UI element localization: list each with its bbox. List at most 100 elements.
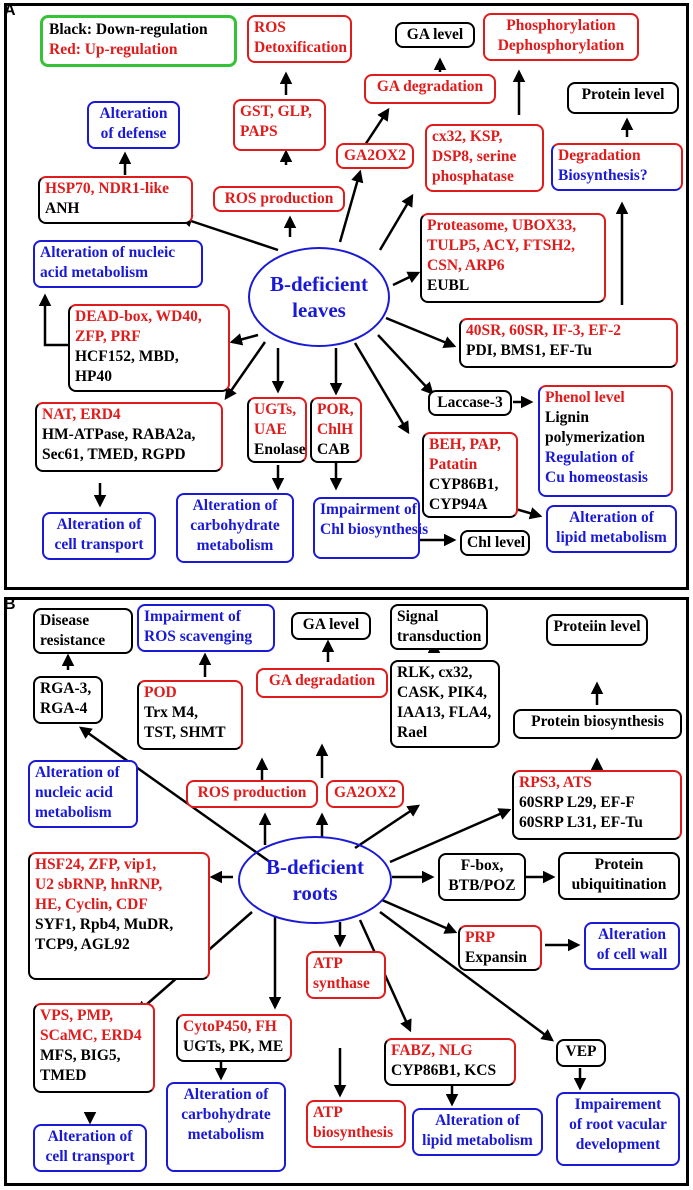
b-cyto-red: CytoP450, FH [183, 1018, 277, 1035]
a-alt-nucleic: Alteration of nucleic acid metabolism [33, 240, 203, 288]
a-phospho: Phosphorylation Dephosphorylation [483, 13, 639, 61]
a-alt-defense: Alteration of defense [87, 101, 180, 149]
a-dead-l3: HCF152, MBD, [75, 348, 179, 365]
a-laccase: Laccase-3 [428, 390, 512, 416]
b-ubiq-l1: Protein [594, 856, 644, 873]
a-ga-level: GA level [395, 22, 475, 48]
a-40sr: 40SR, 60SR, IF-3, EF-2 PDI, BMS1, EF-Tu [459, 318, 678, 368]
b-pod-red: POD [144, 684, 177, 701]
b-pod: POD Trx M4, TST, SHMT [137, 680, 243, 750]
b-alt-lipid-l1: Alteration of [435, 1112, 520, 1129]
a-ga-degradation-text: GA degradation [376, 78, 484, 95]
b-impair-root: Impairement of root vacular development [556, 1092, 680, 1166]
b-rlk-l1: RLK, cx32, [397, 664, 473, 681]
a-proteasome-l1: Proteasome, UBOX33, [427, 217, 577, 234]
a-beh-l2: Patatin [429, 456, 478, 473]
a-phospho-l1: Phosphorylation [506, 17, 616, 34]
a-phenol-l5: Cu homeostasis [545, 469, 648, 486]
b-disease-l1: Disease [40, 612, 90, 629]
b-alt-cw-l2: of cell wall [596, 946, 668, 963]
b-signal: Signal transduction [390, 604, 488, 650]
a-ga-degradation: GA degradation [364, 74, 496, 104]
a-protein-level: Protein level [567, 82, 679, 114]
a-hsp70-black: ANH [45, 200, 80, 217]
a-alt-lipid-l1: Alteration of [569, 509, 654, 526]
a-dead-box: DEAD-box, WD40, ZFP, PRF HCF152, MBD, HP… [68, 304, 230, 392]
a-impair-chl: Impairment of Chl biosynthesis [313, 497, 429, 559]
a-gst-l1: GST, GLP, [240, 103, 312, 120]
a-hsp70-red: HSP70, NDR1-like [45, 180, 169, 197]
b-cytop450: CytoP450, FH UGTs, PK, ME [176, 1014, 292, 1062]
b-ubiq-l2: ubiquitination [571, 876, 667, 893]
a-gst-l2: PAPS [240, 123, 278, 140]
b-alt-nucleic-l3: metabolism [35, 804, 112, 821]
a-dead-l2: ZFP, PRF [75, 328, 141, 345]
b-hsf-l1: HSF24, ZFP, vip1, [35, 856, 157, 873]
b-prp-black: Expansin [465, 949, 528, 966]
a-chl-level-text: Chl level [467, 534, 526, 551]
b-rps3-red: RPS3, ATS [519, 774, 592, 791]
b-fabz: FABZ, NLG CYP86B1, KCS [384, 1038, 516, 1086]
a-cx32-l2: DSP8, serine [432, 148, 517, 165]
b-protein-level: Proteiin level [546, 614, 648, 646]
b-ga-level-text: GA level [302, 616, 360, 633]
a-alt-nucleic-l1: Alteration of nucleic [40, 244, 176, 261]
a-impair-chl-l2: Chl biosynthesis [320, 521, 429, 538]
b-rlk: RLK, cx32, CASK, PIK4, IAA13, FLA4, Rael [390, 660, 500, 748]
b-alt-ct-l2: cell transport [45, 1148, 135, 1165]
a-gst: GST, GLP, PAPS [233, 99, 326, 151]
b-alt-ct-l1: Alteration of [47, 1128, 133, 1145]
b-ubiquitination: Protein ubiquitination [558, 852, 680, 900]
a-por-black: CAB [317, 441, 350, 458]
a-alt-defense-l1: Alteration [99, 105, 168, 122]
a-alt-lipid: Alteration of lipid metabolism [546, 505, 677, 553]
panel-b-label: B [4, 596, 16, 613]
b-vps-l3: MFS, BIG5, [40, 1047, 121, 1064]
b-ga-level: GA level [291, 612, 371, 640]
panel-a-frame [4, 3, 689, 590]
a-ga2ox2: GA2OX2 [336, 143, 414, 169]
b-hsf24: HSF24, ZFP, vip1, U2 sbRNP, hnRNP, HE, C… [28, 852, 210, 980]
a-alt-nucleic-l2: acid metabolism [40, 264, 149, 281]
b-alt-carbo-l3: metabolism [187, 1126, 265, 1143]
b-prp: PRP Expansin [458, 925, 542, 971]
b-vep: VEP [556, 1039, 606, 1067]
b-fbox: F-box, BTB/POZ [438, 853, 526, 901]
a-protein-level-text: Protein level [581, 86, 665, 103]
b-impair-root-l1: Impairement [574, 1096, 662, 1113]
a-laccase-text: Laccase-3 [437, 394, 503, 411]
a-degradation-blue: Biosynthesis? [558, 167, 648, 184]
a-ugts-black: Enolase [254, 441, 306, 458]
a-degradation: Degradation Biosynthesis? [551, 143, 683, 191]
b-hsf-l2: U2 sbRNP, hnRNP, [35, 876, 163, 893]
b-ga-degradation-text: GA degradation [268, 672, 376, 689]
b-alt-nucleic-l2: nucleic acid [35, 784, 113, 801]
a-hsp70: HSP70, NDR1-like ANH [38, 176, 193, 224]
a-nat: NAT, ERD4 HM-ATPase, RABA2a, Sec61, TMED… [35, 402, 223, 472]
a-chl-level: Chl level [460, 530, 530, 556]
a-beh-l4: CYP94A [429, 496, 488, 513]
a-ros-detox: ROS Detoxification [247, 15, 352, 63]
b-disease: Disease resistance [33, 608, 133, 654]
b-impair-ros-l1: Impairment of [144, 608, 241, 625]
b-impair-root-l2: of root vacular [569, 1116, 667, 1133]
a-por: POR, ChlH CAB [310, 397, 362, 463]
b-fabz-black: CYP86B1, KCS [391, 1062, 497, 1079]
legend-box: Black: Down-regulation Red: Up-regulatio… [40, 15, 237, 67]
b-alt-lipid-l2: lipid metabolism [422, 1132, 533, 1149]
b-vps-l1: VPS, PMP, [40, 1007, 114, 1024]
a-por-l2: ChlH [317, 421, 354, 438]
a-nat-l3: Sec61, TMED, RGPD [42, 446, 186, 463]
b-vps: VPS, PMP, SCaMC, ERD4 MFS, BIG5, TMED [33, 1003, 155, 1093]
a-cx32: cx32, KSP, DSP8, serine phosphatase [425, 124, 544, 192]
a-alt-carbo: Alteration of carbohydrate metabolism [176, 493, 294, 563]
a-phenol-l4: Regulation of [545, 449, 635, 466]
b-protein-biosynth-text: Protein biosynthesis [531, 713, 664, 730]
b-alt-cell-transport: Alteration of cell transport [33, 1124, 147, 1172]
b-alt-carbo-l1: Alteration of [183, 1086, 269, 1103]
a-proteasome-black: EUBL [427, 277, 470, 294]
a-proteasome: Proteasome, UBOX33, TULP5, ACY, FTSH2, C… [420, 213, 606, 303]
a-center-l2: leaves [292, 298, 346, 322]
b-ga2ox2: GA2OX2 [326, 780, 404, 808]
a-por-l1: POR, [317, 401, 354, 418]
